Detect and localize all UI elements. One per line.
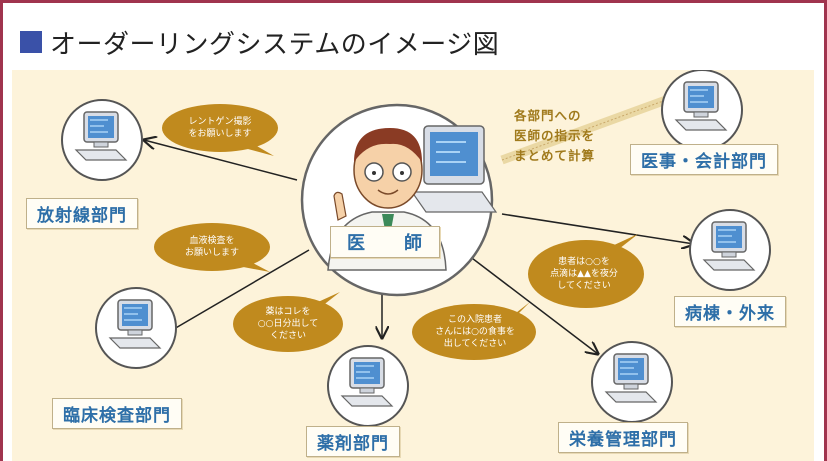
note-line: 各部門への (514, 108, 582, 123)
label-lab: 臨床検査部門 (52, 398, 182, 429)
bubble-line: をお願いします (188, 129, 252, 139)
diagram-graphics (61, 70, 771, 427)
note-line: まとめて計算 (514, 148, 596, 163)
bubble-line: 点滴は▲▲を夜分 (550, 269, 618, 279)
nutrition-computer-icon (591, 341, 673, 423)
bubble-meal: この入院患者 さんには○の食事を 出してください (420, 314, 530, 350)
bubble-line: ください (269, 331, 306, 341)
bubble-line: ○○日分出して (257, 319, 319, 329)
doctor-illustration (300, 103, 498, 297)
bubble-medicine: 薬はコレを ○○日分出して ください (238, 306, 338, 342)
bubble-line: レントゲン撮影 (188, 117, 252, 127)
label-ward: 病棟・外来 (674, 296, 786, 327)
ordering-system-diagram: 放射線部門 医事・会計部門 病棟・外来 臨床検査部門 薬剤部門 栄養管理部門 医… (12, 70, 814, 461)
title-text: オーダーリングシステムのイメージ図 (50, 29, 500, 60)
label-nutrition: 栄養管理部門 (558, 422, 688, 453)
bubble-line: してください (557, 281, 611, 291)
accounting-computer-icon (661, 70, 743, 151)
title-square-icon (20, 31, 42, 53)
bubble-xray: レントゲン撮影 をお願いします (170, 116, 270, 140)
bubble-ward: 患者は○○を 点滴は▲▲を夜分 してください (534, 256, 634, 292)
radiology-computer-icon (61, 99, 143, 181)
label-accounting: 医事・会計部門 (630, 144, 778, 175)
figure-title: オーダーリングシステムのイメージ図 (20, 22, 499, 62)
ward-computer-icon (689, 209, 771, 291)
label-doctor: 医 師 (330, 226, 440, 258)
bubble-line: 患者は○○を (558, 257, 610, 267)
speech-bubbles (154, 104, 644, 360)
bubble-line: 血液検査を (189, 236, 235, 246)
bubble-line: さんには○の食事を (435, 327, 515, 337)
bubble-line: 出してください (443, 339, 507, 349)
accounting-note: 各部門への 医師の指示を まとめて計算 (514, 106, 595, 166)
lab-computer-icon (95, 287, 177, 369)
bubble-blood: 血液検査を お願いします (162, 235, 262, 259)
label-radiology: 放射線部門 (26, 198, 138, 229)
bubble-line: この入院患者 (447, 315, 502, 325)
note-line: 医師の指示を (514, 128, 596, 143)
connector-lines (144, 95, 694, 354)
pharmacy-computer-icon (327, 345, 409, 427)
bubble-line: お願いします (184, 248, 239, 258)
bubble-line: 薬はコレを (265, 307, 311, 317)
label-pharmacy: 薬剤部門 (306, 426, 400, 457)
